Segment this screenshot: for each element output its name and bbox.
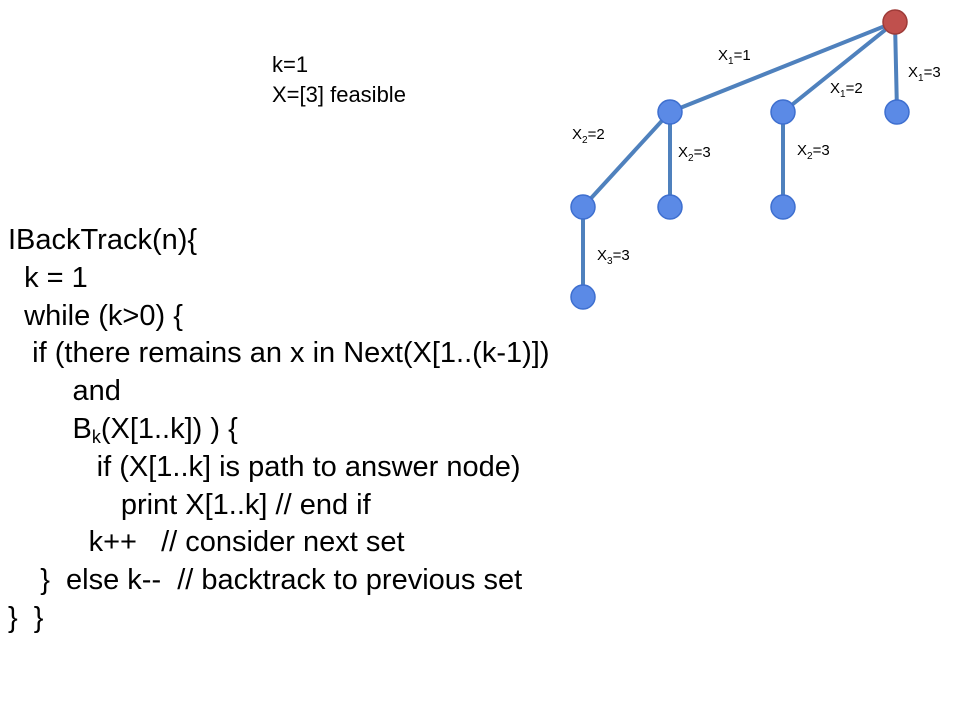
edge-label-subscript: 1 [840,89,846,100]
tree-node-n11 [570,194,596,220]
edge-label-n2-n21: X2=3 [797,142,830,162]
edge-label-var: X [718,47,728,64]
edge-label-n11-n111: X3=3 [597,247,630,267]
edge-label-var: X [597,247,607,264]
edge-label-n1-n11: X2=2 [572,126,605,146]
edge-label-value: =1 [734,47,751,64]
edge-label-root-n3: X1=3 [908,64,941,84]
edge-label-value: =3 [813,142,830,159]
root-node [882,9,908,35]
edge-label-var: X [908,64,918,81]
edge-label-n1-n12: X2=3 [678,144,711,164]
tree-node-n111 [570,284,596,310]
edge-label-subscript: 1 [728,56,734,67]
tree-node-n3 [884,99,910,125]
code-line-8: print X[1..k] // end if [8,487,550,525]
backtrack-pseudocode: IBackTrack(n){ k = 1 while (k>0) { if (t… [8,222,550,638]
edge-label-subscript: 2 [582,135,588,146]
code-line-11: } } [8,600,550,638]
code-text: k++ // consider next set [88,526,405,559]
edge-label-var: X [678,144,688,161]
code-text: if (X[1..k] is path to answer node) [96,450,521,483]
code-line-5: and [8,373,550,411]
code-text: while (k>0) { [24,299,183,332]
code-text: k = 1 [24,261,88,294]
edge-label-var: X [830,80,840,97]
code-line-10: } else k-- // backtrack to previous set [8,562,550,600]
code-text: IBackTrack(n){ [8,224,198,256]
code-text: } else k-- // backtrack to previous set [40,564,523,597]
edge-label-root-n2: X1=2 [830,80,863,100]
edge-label-var: X [572,126,582,143]
edge-label-value: =3 [694,144,711,161]
code-text: } } [8,601,44,634]
edge-label-value: =2 [588,126,605,143]
status-x-feasible: X=[3] feasible [272,82,406,107]
tree-node-n2 [770,99,796,125]
code-line-4: if (there remains an x in Next(X[1..(k-1… [8,335,550,373]
edge-n1-n11 [581,110,672,209]
edge-label-subscript: 2 [807,151,813,162]
edge-label-subscript: 2 [688,153,694,164]
tree-nodes [570,9,910,310]
code-line-2: k = 1 [8,260,550,298]
status-text: k=1 X=[3] feasible [272,50,406,110]
code-line-3: while (k>0) { [8,298,550,336]
code-line-1: IBackTrack(n){ [8,222,550,260]
code-line-7: if (X[1..k] is path to answer node) [8,449,550,487]
code-subscript: k [91,426,101,447]
code-text: if (there remains an x in Next(X[1..(k-1… [32,337,550,370]
edge-root-n3 [893,20,899,114]
code-text: (X[1..k]) ) { [100,412,238,445]
status-k: k=1 [272,52,309,77]
edge-label-value: =2 [846,80,863,97]
edge-label-value: =3 [924,64,941,81]
code-text: B [72,412,92,445]
code-text: and [72,375,121,408]
code-text: print X[1..k] // end if [120,488,371,521]
edge-label-subscript: 3 [607,256,613,267]
tree-node-n12 [657,194,683,220]
code-line-6: Bk(X[1..k]) ) { [8,411,550,449]
tree-node-n1 [657,99,683,125]
edge-label-var: X [797,142,807,159]
code-line-9: k++ // consider next set [8,524,550,562]
edge-label-subscript: 1 [918,73,924,84]
edge-label-root-n1: X1=1 [718,47,751,67]
edge-label-value: =3 [613,247,630,264]
edge-root-n1 [668,20,897,114]
tree-edges [581,20,899,299]
tree-node-n21 [770,194,796,220]
edge-root-n2 [781,20,897,114]
